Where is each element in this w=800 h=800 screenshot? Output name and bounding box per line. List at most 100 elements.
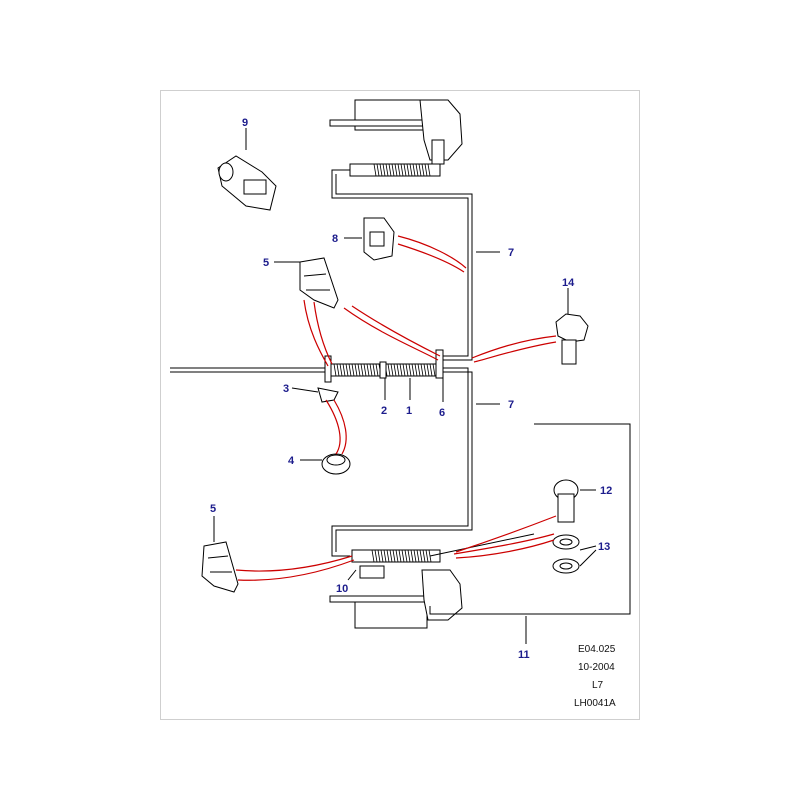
spring-coil [398, 549, 402, 563]
spring-coil [417, 363, 421, 377]
callout-numbers: 9 8 5 7 14 3 2 1 6 7 4 5 12 13 10 11 [210, 117, 612, 661]
spring-coil [373, 163, 377, 177]
spring-coil [421, 163, 425, 177]
hose-end-bracket-right [435, 349, 444, 379]
spring-coil [391, 163, 395, 177]
spring-coil [400, 163, 404, 177]
spring-coil [387, 363, 391, 377]
upper-caliper [419, 99, 463, 161]
spring-coil [405, 363, 409, 377]
lower-brake-pipe [331, 367, 469, 557]
spring-coil [351, 363, 355, 377]
callout-3: 3 [283, 383, 289, 395]
spring-coil [425, 549, 429, 563]
spring-coil [418, 163, 422, 177]
lower-brake-disc [354, 599, 428, 629]
callout-leaders [213, 128, 597, 644]
spring-coil [406, 163, 410, 177]
spring-coil [383, 549, 387, 563]
spring-coil [401, 549, 405, 563]
callout-11: 11 [518, 649, 530, 661]
part-4-grommet [321, 453, 351, 475]
spring-coil [416, 549, 420, 563]
part-5-spring-clip-upper [299, 257, 339, 309]
spring-coil [382, 163, 386, 177]
part-5-spring-clip-lower [201, 541, 239, 593]
spring-coil [392, 549, 396, 563]
spring-coil [393, 363, 397, 377]
spring-coil [376, 163, 380, 177]
spring-coil [336, 363, 340, 377]
retaining-clip [317, 387, 339, 403]
spring-coil [403, 163, 407, 177]
callout-5-lower: 5 [210, 503, 216, 515]
reference-code: E04.025 [578, 644, 616, 655]
spring-coil [414, 363, 418, 377]
reference-model: L7 [592, 680, 604, 691]
callout-6: 6 [439, 407, 445, 419]
spring-coil [388, 163, 392, 177]
spring-coil [386, 549, 390, 563]
callout-12: 12 [600, 485, 612, 497]
spring-coil [380, 549, 384, 563]
spring-coil [412, 163, 416, 177]
upper-caliper-assembly [329, 99, 463, 177]
reference-drawing-number: LH0041A [574, 698, 616, 709]
spring-coil [375, 363, 379, 377]
spring-coil [395, 549, 399, 563]
lower-caliper [421, 569, 463, 621]
brake-pipe [170, 169, 473, 557]
brake-hose-assembly [317, 349, 444, 403]
callout-7-lower: 7 [508, 399, 514, 411]
red-leader-lines [235, 235, 557, 581]
spring-coil [427, 163, 431, 177]
spring-coil [363, 363, 367, 377]
spring-coil [360, 363, 364, 377]
spring-coil [369, 363, 373, 377]
spring-coil [397, 163, 401, 177]
callout-13: 13 [598, 541, 610, 553]
spring-coil [345, 363, 349, 377]
reference-block: E04.025 10-2004 L7 LH0041A [574, 644, 616, 709]
spring-coil [423, 363, 427, 377]
callout-9: 9 [242, 117, 248, 129]
spring-coil [348, 363, 352, 377]
callout-7-upper: 7 [508, 247, 514, 259]
spring-coil [385, 163, 389, 177]
callout-10: 10 [336, 583, 348, 595]
spring-coil [339, 363, 343, 377]
spring-coil [420, 363, 424, 377]
spring-coil [366, 363, 370, 377]
spring-coil [354, 363, 358, 377]
callout-2: 2 [381, 405, 387, 417]
spring-coil [371, 549, 375, 563]
upper-brake-pipe [331, 169, 469, 357]
spring-coil [333, 363, 337, 377]
spring-coil [429, 363, 433, 377]
spring-coil [374, 549, 378, 563]
spring-coil [372, 363, 376, 377]
callout-1: 1 [406, 405, 412, 417]
spring-coil [407, 549, 411, 563]
spring-coil [426, 363, 430, 377]
callout-14: 14 [562, 277, 575, 289]
spring-coil [432, 363, 436, 377]
part-13-washers [552, 534, 580, 574]
spring-coil [377, 549, 381, 563]
callout-8: 8 [332, 233, 338, 245]
spring-coil [399, 363, 403, 377]
spring-coil [394, 163, 398, 177]
part-11-kit-outline [429, 423, 631, 615]
part-8-clip [363, 217, 395, 261]
spring-coil [422, 549, 426, 563]
spring-coil [413, 549, 417, 563]
reference-date: 10-2004 [578, 662, 615, 673]
part-9-clip [217, 155, 277, 211]
spring-coil [357, 363, 361, 377]
callout-5-upper: 5 [263, 257, 269, 269]
part-14-bolt [555, 313, 589, 365]
part-12-banjo-bolt [553, 479, 579, 523]
diagram-frame [160, 90, 640, 720]
